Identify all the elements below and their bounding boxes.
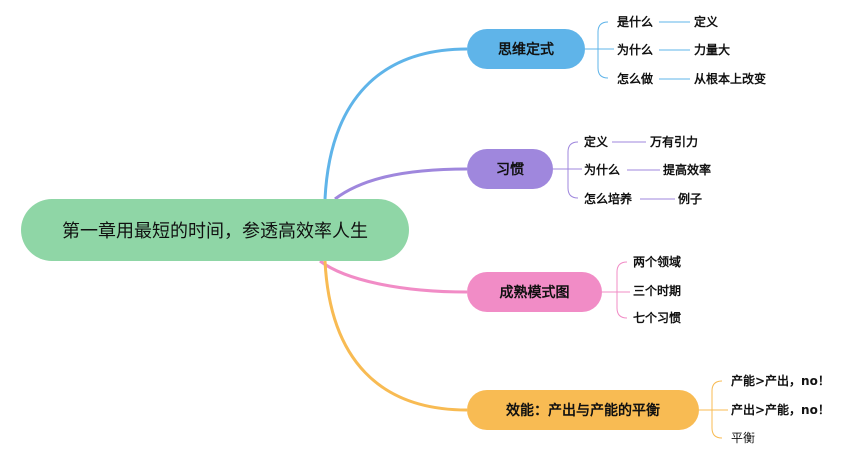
leaf-think-how-child[interactable]: 从根本上改变	[694, 72, 767, 86]
leaf-mature-two-domains[interactable]: 两个领域	[633, 255, 682, 269]
branch-label: 习惯	[496, 162, 524, 178]
root-topic[interactable]: 第一章用最短的时间，参透高效率人生	[21, 199, 409, 261]
leaf-habit-how-child[interactable]: 例子	[678, 192, 703, 206]
leaf-think-how[interactable]: 怎么做	[617, 72, 654, 86]
branch-habits[interactable]: 习惯	[467, 149, 553, 189]
leaf-effect-capacity-over-output[interactable]: 产能>产出，no！	[731, 374, 830, 388]
branch-label: 思维定式	[498, 42, 554, 58]
branch-label: 成熟模式图	[499, 285, 570, 301]
leaf-think-why[interactable]: 为什么	[617, 43, 654, 57]
connector-root-effect	[323, 260, 468, 412]
leaf-think-why-child[interactable]: 力量大	[694, 43, 731, 57]
leaf-habit-why[interactable]: 为什么	[584, 163, 621, 177]
connector-effect-children	[699, 380, 728, 439]
connector-root-mature	[319, 259, 468, 294]
connector-think-children	[585, 21, 690, 80]
branch-label: 效能：产出与产能的平衡	[506, 403, 660, 419]
branch-effectiveness[interactable]: 效能：产出与产能的平衡	[467, 390, 699, 430]
leaf-think-what-child[interactable]: 定义	[694, 15, 719, 29]
leaf-effect-balance[interactable]: 平衡	[731, 431, 756, 445]
connector-root-think	[323, 47, 468, 200]
leaf-habit-definition[interactable]: 定义	[584, 135, 609, 149]
leaf-mature-three-periods[interactable]: 三个时期	[633, 284, 682, 298]
branch-maturity-model[interactable]: 成熟模式图	[467, 272, 602, 312]
connector-habit-children	[553, 141, 675, 200]
leaf-think-what[interactable]: 是什么	[617, 15, 654, 29]
leaf-effect-output-over-capacity[interactable]: 产出>产能，no！	[731, 403, 830, 417]
leaf-mature-seven-habits[interactable]: 七个习惯	[633, 311, 682, 325]
branch-thinking-patterns[interactable]: 思维定式	[467, 29, 585, 69]
connector-mature-children	[602, 261, 630, 319]
leaf-habit-how[interactable]: 怎么培养	[584, 192, 633, 206]
connector-root-habit	[334, 167, 468, 201]
leaf-habit-why-child[interactable]: 提高效率	[663, 163, 712, 177]
root-topic-label: 第一章用最短的时间，参透高效率人生	[62, 221, 368, 242]
leaf-habit-definition-child[interactable]: 万有引力	[650, 135, 699, 149]
